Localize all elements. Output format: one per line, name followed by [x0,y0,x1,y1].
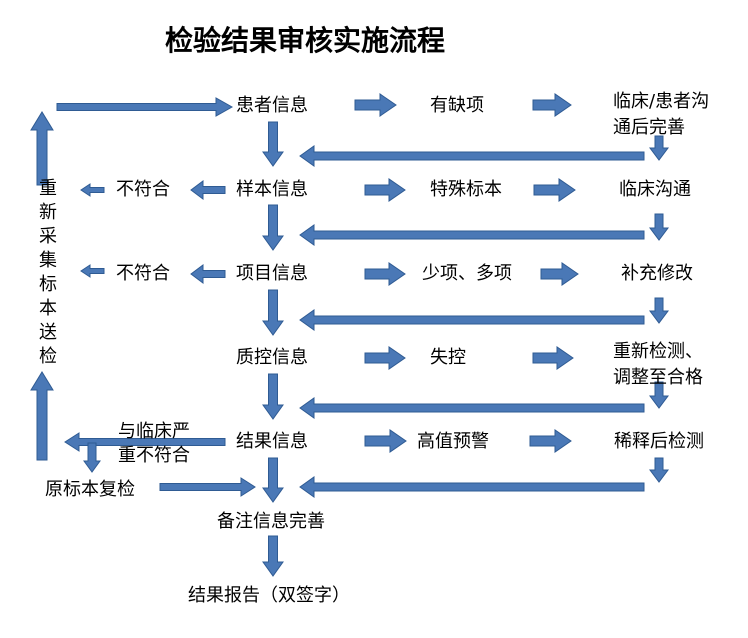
node-special-sample: 特殊标本 [430,179,502,200]
arrow-sample-to-item [262,204,284,251]
arrow-return-row1 [299,145,645,167]
node-severe-mismatch-line1: 与临床严 [118,421,190,442]
arrow-special-to-comm [533,178,576,202]
node-dilute-retest: 稀释后检测 [614,431,704,452]
node-remarks-complete: 备注信息完善 [217,511,325,532]
arrow-result-to-remarks [262,457,284,503]
arrow-qc-to-result [262,373,284,420]
arrow-dilute-down [649,457,669,483]
node-missing-items: 有缺项 [430,95,484,116]
arrow-nonconform-to-recollect-1 [80,183,105,197]
arrow-item-to-qc [262,289,284,336]
node-clinic-patient-complete-line2: 通后完善 [613,117,685,138]
node-severe-mismatch-line2: 重不符合 [118,445,190,466]
arrow-missing-to-complete [532,93,572,117]
arrow-mismatch-to-recheck [83,442,101,473]
arrow-supplement-down [649,297,669,324]
arrow-result-to-alert [364,429,407,453]
arrow-return-row4 [299,397,645,419]
arrow-complete-down [649,135,669,161]
node-result-report: 结果报告（双签字） [188,585,350,606]
node-patient-info: 患者信息 [236,95,308,116]
arrow-patient-to-missing [354,93,397,117]
node-supplement-modify: 补充修改 [621,263,693,284]
arrow-outofcontrol-to-retest [532,346,574,370]
arrow-fewer-to-supplement [540,262,579,286]
node-item-nonconform: 不符合 [116,263,170,284]
arrow-recheck-to-remarks [159,477,256,497]
node-sample-nonconform: 不符合 [116,179,170,200]
arrow-sample-to-special [364,178,406,202]
node-fewer-more-items: 少项、多项 [422,263,512,284]
arrow-return-row3 [299,309,645,331]
arrow-patient-to-sample [262,121,284,167]
node-retest-adjust-line2: 调整至合格 [613,367,703,388]
arrow-qc-to-outofcontrol [364,346,406,370]
node-item-info: 项目信息 [236,263,308,284]
arrow-nonconform-to-recollect-2 [80,264,105,278]
arrow-left-up-upper [30,111,54,186]
arrow-left-up-lower [30,371,54,461]
arrow-comm-down [649,213,669,241]
page-title: 检验结果审核实施流程 [165,24,446,57]
arrow-top-to-patient [56,97,234,117]
node-clinic-patient-complete-line1: 临床/患者沟 [613,91,710,112]
arrow-alert-to-dilute [529,429,572,453]
node-original-recheck: 原标本复检 [45,479,135,500]
arrow-item-to-fewer [364,262,406,286]
node-clinic-comm: 临床沟通 [619,179,691,200]
node-sample-info: 样本信息 [236,179,308,200]
node-high-value-alert: 高值预警 [417,431,489,452]
node-retest-adjust-line1: 重新检测、 [613,341,703,362]
arrow-sample-to-nonconform [190,180,226,200]
arrow-result-to-mismatch [64,432,226,452]
node-qc-info: 质控信息 [236,347,308,368]
arrow-return-row2 [299,224,645,246]
node-result-info: 结果信息 [236,431,308,452]
node-out-of-control: 失控 [430,347,466,368]
arrow-item-to-nonconform [190,264,226,284]
arrow-retest-down [649,381,669,409]
arrow-remarks-to-report [262,535,284,577]
node-recollect-vertical: 重新采集标本送检 [39,178,57,367]
arrow-return-row5 [299,476,645,498]
